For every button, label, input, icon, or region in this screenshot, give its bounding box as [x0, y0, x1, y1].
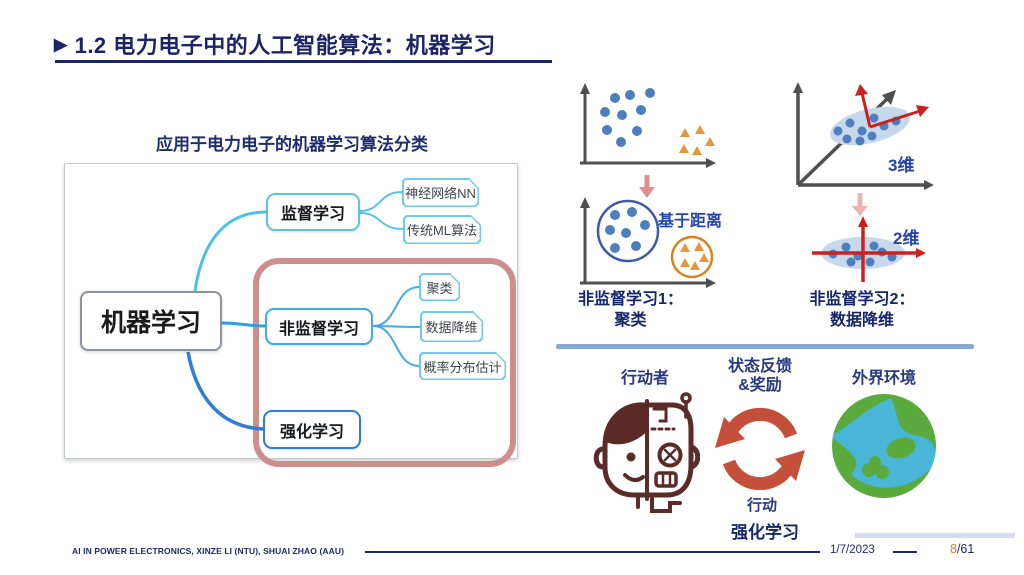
footer-line: [365, 551, 820, 553]
feedback-label-line2: &奖励: [738, 377, 782, 394]
leaf-prob-estimation-label: 概率分布估计: [421, 354, 505, 379]
label-3d: 3维: [888, 156, 915, 175]
dim-reduction-diagram: [793, 82, 934, 282]
feedback-label-line1: 状态反馈: [727, 358, 792, 375]
environment-label: 外界环境: [851, 370, 916, 387]
dim-reduction-caption-line1: 非监督学习2：: [809, 291, 915, 308]
clustering-caption-line1: 非监督学习1：: [578, 291, 683, 308]
y-axis-2-arrow-icon: [580, 197, 590, 208]
y-axis-arrow-icon: [580, 83, 590, 94]
clustering-caption-line2: 聚类: [614, 312, 647, 329]
footer-credit: AI IN POWER ELECTRONICS, XINZE LI (NTU),…: [72, 546, 345, 556]
highlight-box: [253, 258, 516, 467]
feedback-label: 状态反馈 &奖励: [698, 357, 822, 395]
axis-3d-vertical-arrow-icon: [793, 82, 803, 93]
leaf-dim-reduction: 数据降维: [420, 311, 483, 342]
title-underline: [55, 60, 552, 63]
pca-axis-up-arrow-icon: [855, 84, 868, 96]
pca-axis-right: [869, 109, 921, 129]
orange-cluster-circle: [670, 235, 714, 279]
leaf-neural-network: 神经网络NN: [402, 178, 479, 207]
leaf-dim-reduction-label: 数据降维: [422, 313, 482, 341]
connector-leaf-prob: [372, 325, 420, 367]
branch-supervised: 监督学习: [266, 193, 360, 231]
clustering-diagram: [580, 83, 716, 288]
earth-icon: [832, 394, 936, 498]
page-title-text: 1.2 电力电子中的人工智能算法：机器学习: [74, 33, 496, 58]
blue-cluster-circle: [596, 199, 660, 263]
leaf-neural-network-label: 神经网络NN: [404, 180, 478, 206]
orange-triangle-cluster-2: [680, 242, 709, 270]
mindmap-root-node: 机器学习: [80, 291, 222, 351]
clustering-caption: 非监督学习1： 聚类: [558, 289, 703, 331]
dim-reduction-caption: 非监督学习2： 数据降维: [788, 289, 936, 331]
distance-annotation: 基于距离: [658, 213, 723, 230]
label-2d: 2维: [893, 229, 920, 248]
action-label: 行动: [746, 497, 777, 514]
pca-axis-up: [860, 92, 872, 128]
reinforcement-caption: 强化学习: [731, 523, 799, 542]
branch-unsupervised: 非监督学习: [265, 308, 373, 345]
leaf-traditional-ml-label: 传统ML算法: [405, 217, 480, 243]
connector-leaf-ml: [359, 212, 404, 230]
connector-supervised: [193, 210, 267, 292]
connector-leaf-nn: [359, 191, 403, 212]
pca-axis-right-arrow-icon: [916, 105, 929, 117]
axis-2d-horizontal-arrow-icon: [916, 248, 926, 258]
blue-dot-cluster-2: [605, 207, 650, 253]
orange-triangle-cluster: [679, 125, 715, 155]
blue-dot-cluster: [600, 88, 655, 147]
cycle-arrows-icon: [715, 407, 805, 491]
dim-reduction-caption-line2: 数据降维: [829, 312, 894, 329]
x-axis-2-arrow-icon: [706, 278, 716, 288]
footer-date: 1/7/2023: [830, 544, 875, 556]
connector-unsupervised: [221, 321, 266, 328]
section-divider: [556, 344, 974, 349]
footer-dash: [893, 551, 917, 553]
blue-dots-3d: [833, 113, 901, 146]
axis-2d-vertical-arrow-icon: [858, 216, 868, 227]
down-arrow-head: [639, 187, 655, 198]
leaf-traditional-ml: 传统ML算法: [403, 215, 481, 244]
axis-3d-horizontal-arrow-icon: [924, 180, 934, 190]
mindmap-connectors: [186, 191, 421, 431]
page-number-current: 8: [950, 542, 957, 556]
title-bullet-icon: ▶: [54, 34, 68, 54]
down-arrow-2-head: [852, 206, 868, 216]
actor-label: 行动者: [620, 370, 669, 387]
page-number: 8/61: [950, 542, 974, 556]
axis-3d-diagonal-arrow-icon: [882, 90, 896, 105]
robot-icon: [593, 392, 700, 513]
leaf-clustering-label: 聚类: [421, 275, 459, 300]
decorative-line: [855, 533, 1015, 538]
branch-reinforcement: 强化学习: [263, 410, 361, 449]
leaf-clustering: 聚类: [419, 273, 460, 301]
connector-leaf-cluster: [372, 286, 420, 327]
leaf-prob-estimation: 概率分布估计: [419, 352, 506, 380]
page-number-total: /61: [956, 542, 975, 556]
page-title: ▶ 1.2 电力电子中的人工智能算法：机器学习: [54, 28, 496, 60]
mindmap-title: 应用于电力电子的机器学习算法分类: [156, 135, 428, 154]
connector-reinforcement: [186, 351, 264, 431]
x-axis-arrow-icon: [706, 158, 716, 168]
mindmap-section: 应用于电力电子的机器学习算法分类 机器学习 监督学习 非监督学习 强化学习 神经…: [64, 130, 520, 475]
